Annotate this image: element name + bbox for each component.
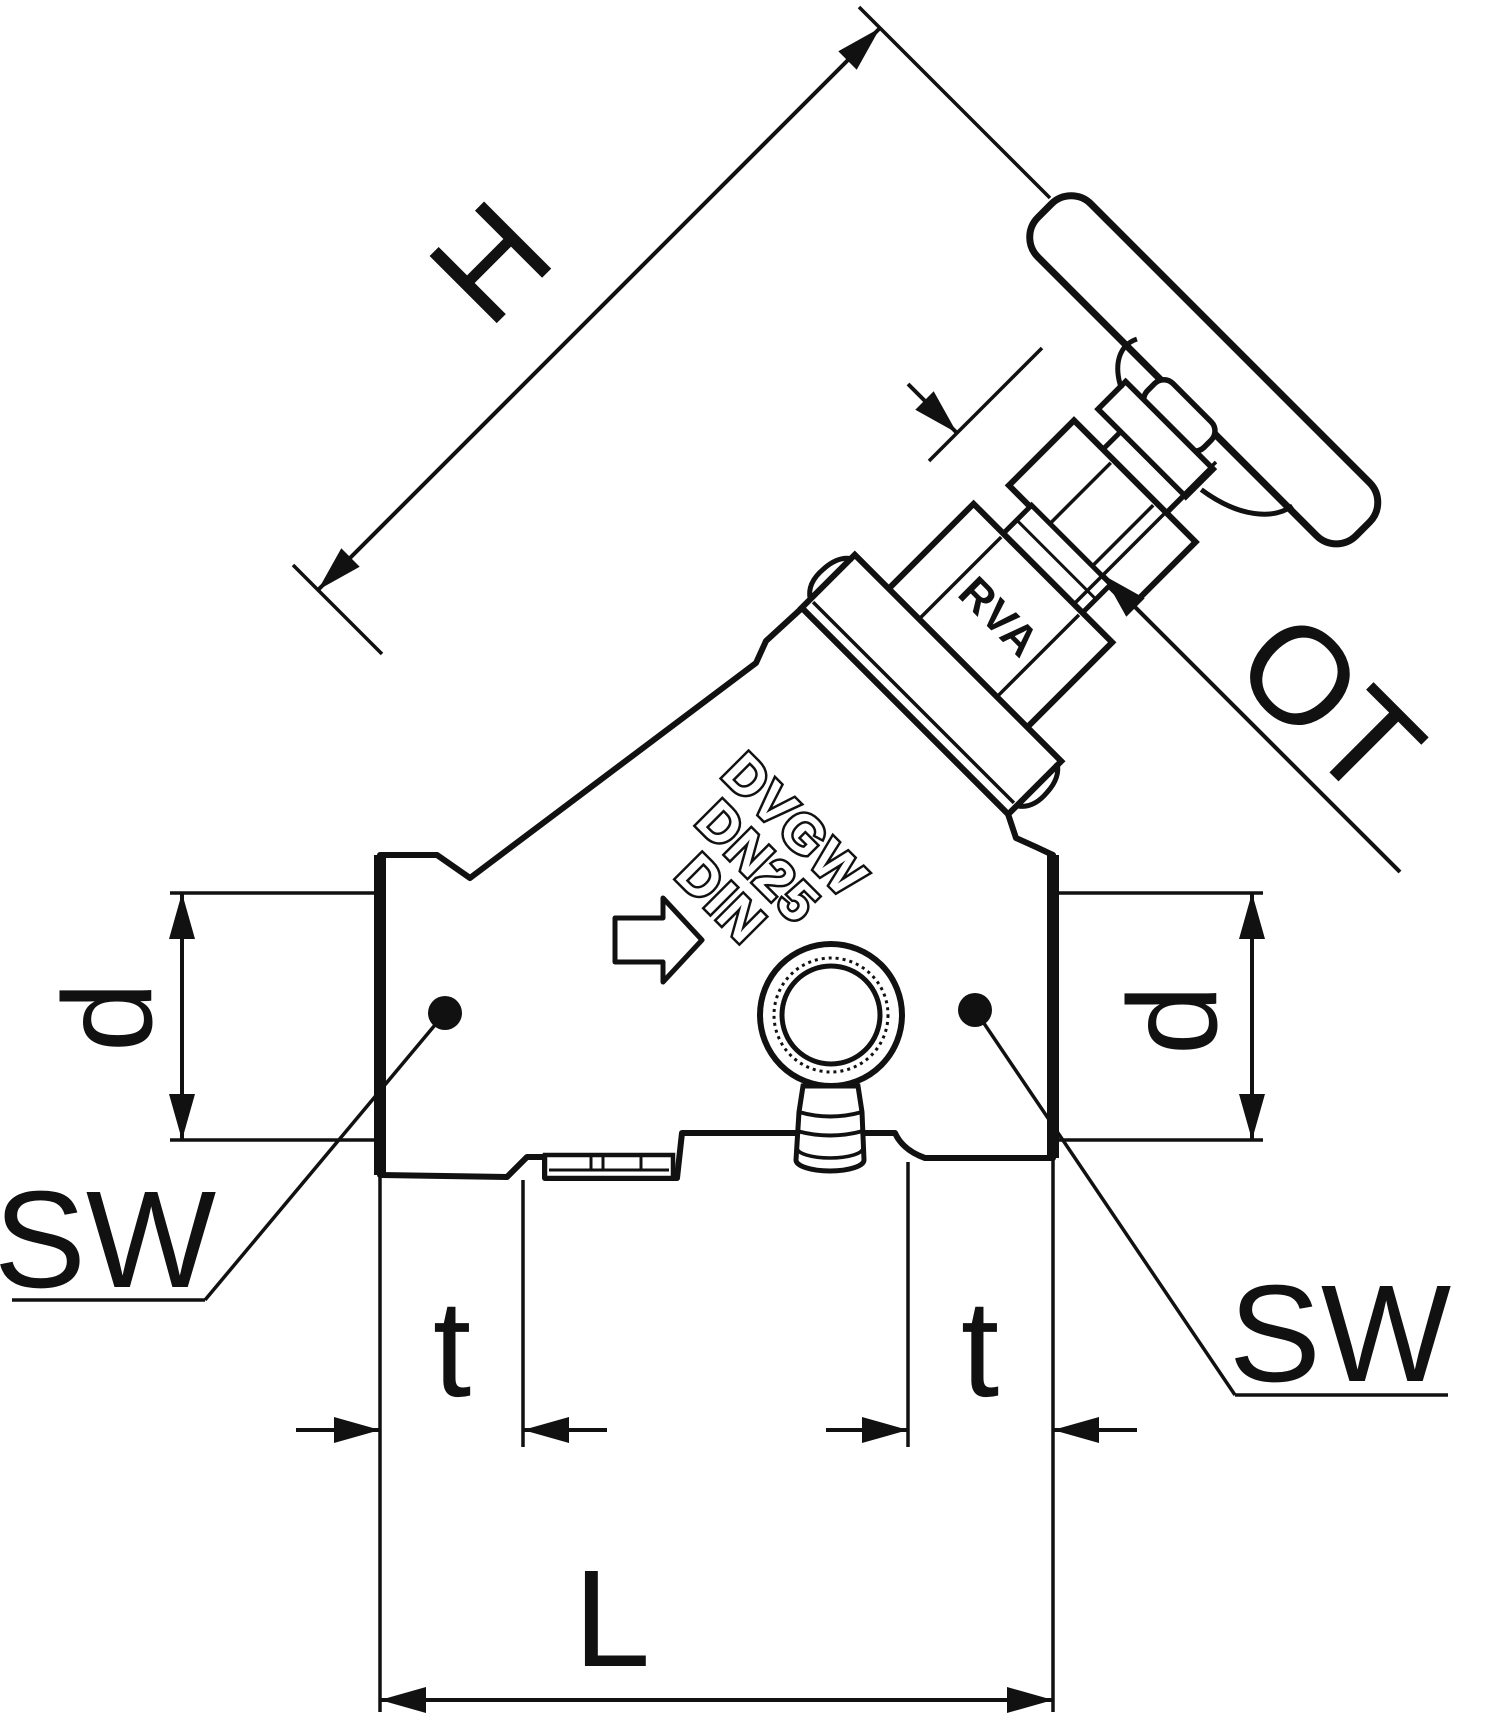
- arrowhead-H-bottom: [318, 548, 360, 590]
- arrowhead-d-right-top: [1239, 893, 1265, 939]
- label-d-right: d: [1102, 985, 1243, 1055]
- ext-H-bottom: [291, 563, 384, 656]
- flow-direction-arrow-icon: [612, 895, 705, 985]
- arrowhead-t-left-b: [523, 1417, 569, 1443]
- arrowhead-L-right: [1007, 1687, 1053, 1713]
- callout-SW-left: SW: [0, 996, 462, 1317]
- arrowhead-d-right-bottom: [1239, 1094, 1265, 1140]
- leader-SW-right: [973, 1009, 1237, 1396]
- ext-H-top: [857, 5, 1052, 200]
- ext-OT-upper: [927, 346, 1044, 463]
- arrowhead-d-left-bottom: [169, 1094, 195, 1140]
- arrowhead-L-left: [380, 1687, 426, 1713]
- label-t-left: t: [433, 1272, 471, 1426]
- label-d-left: d: [37, 982, 178, 1052]
- arrowhead-t-right-b: [1053, 1417, 1099, 1443]
- callout-SW-right: SW: [958, 993, 1451, 1411]
- dim-OT-line-lower: [1101, 573, 1402, 874]
- label-SW-right: SW: [1229, 1257, 1451, 1411]
- drain-spout: [793, 1083, 867, 1174]
- dim-d-right: d: [1053, 891, 1265, 1142]
- label-OT: OT: [1207, 584, 1451, 828]
- arrowhead-OT-lower: [1103, 575, 1145, 617]
- label-H: H: [401, 173, 580, 352]
- arrowhead-t-right-a: [862, 1417, 908, 1443]
- spoke-curve-right: [1199, 487, 1294, 517]
- drain-boss: [757, 941, 905, 1089]
- ext-OT-lower: [1073, 460, 1218, 605]
- label-SW-left: SW: [0, 1163, 216, 1317]
- arrowhead-d-left-top: [169, 893, 195, 939]
- label-L: L: [574, 1542, 651, 1696]
- arrowhead-OT-upper: [915, 391, 957, 433]
- dim-H-line: [316, 26, 882, 592]
- dim-t-left: t: [296, 1175, 607, 1712]
- bonnet-stem-assembly: RVA: [797, 192, 1382, 819]
- bonnet-flange: [797, 550, 1066, 819]
- dim-t-right: t: [826, 1160, 1137, 1712]
- bonnet-hex: RVA: [883, 499, 1117, 733]
- spoke-curve-left: [1115, 336, 1138, 390]
- dim-d-left: d: [37, 891, 380, 1142]
- arrowhead-t-left-a: [334, 1417, 380, 1443]
- dim-L: L: [380, 1542, 1053, 1713]
- arrowhead-H-top: [838, 28, 880, 70]
- leader-SW-left: [203, 1011, 447, 1302]
- drain-plug: [542, 1152, 676, 1181]
- label-t-right: t: [961, 1272, 999, 1426]
